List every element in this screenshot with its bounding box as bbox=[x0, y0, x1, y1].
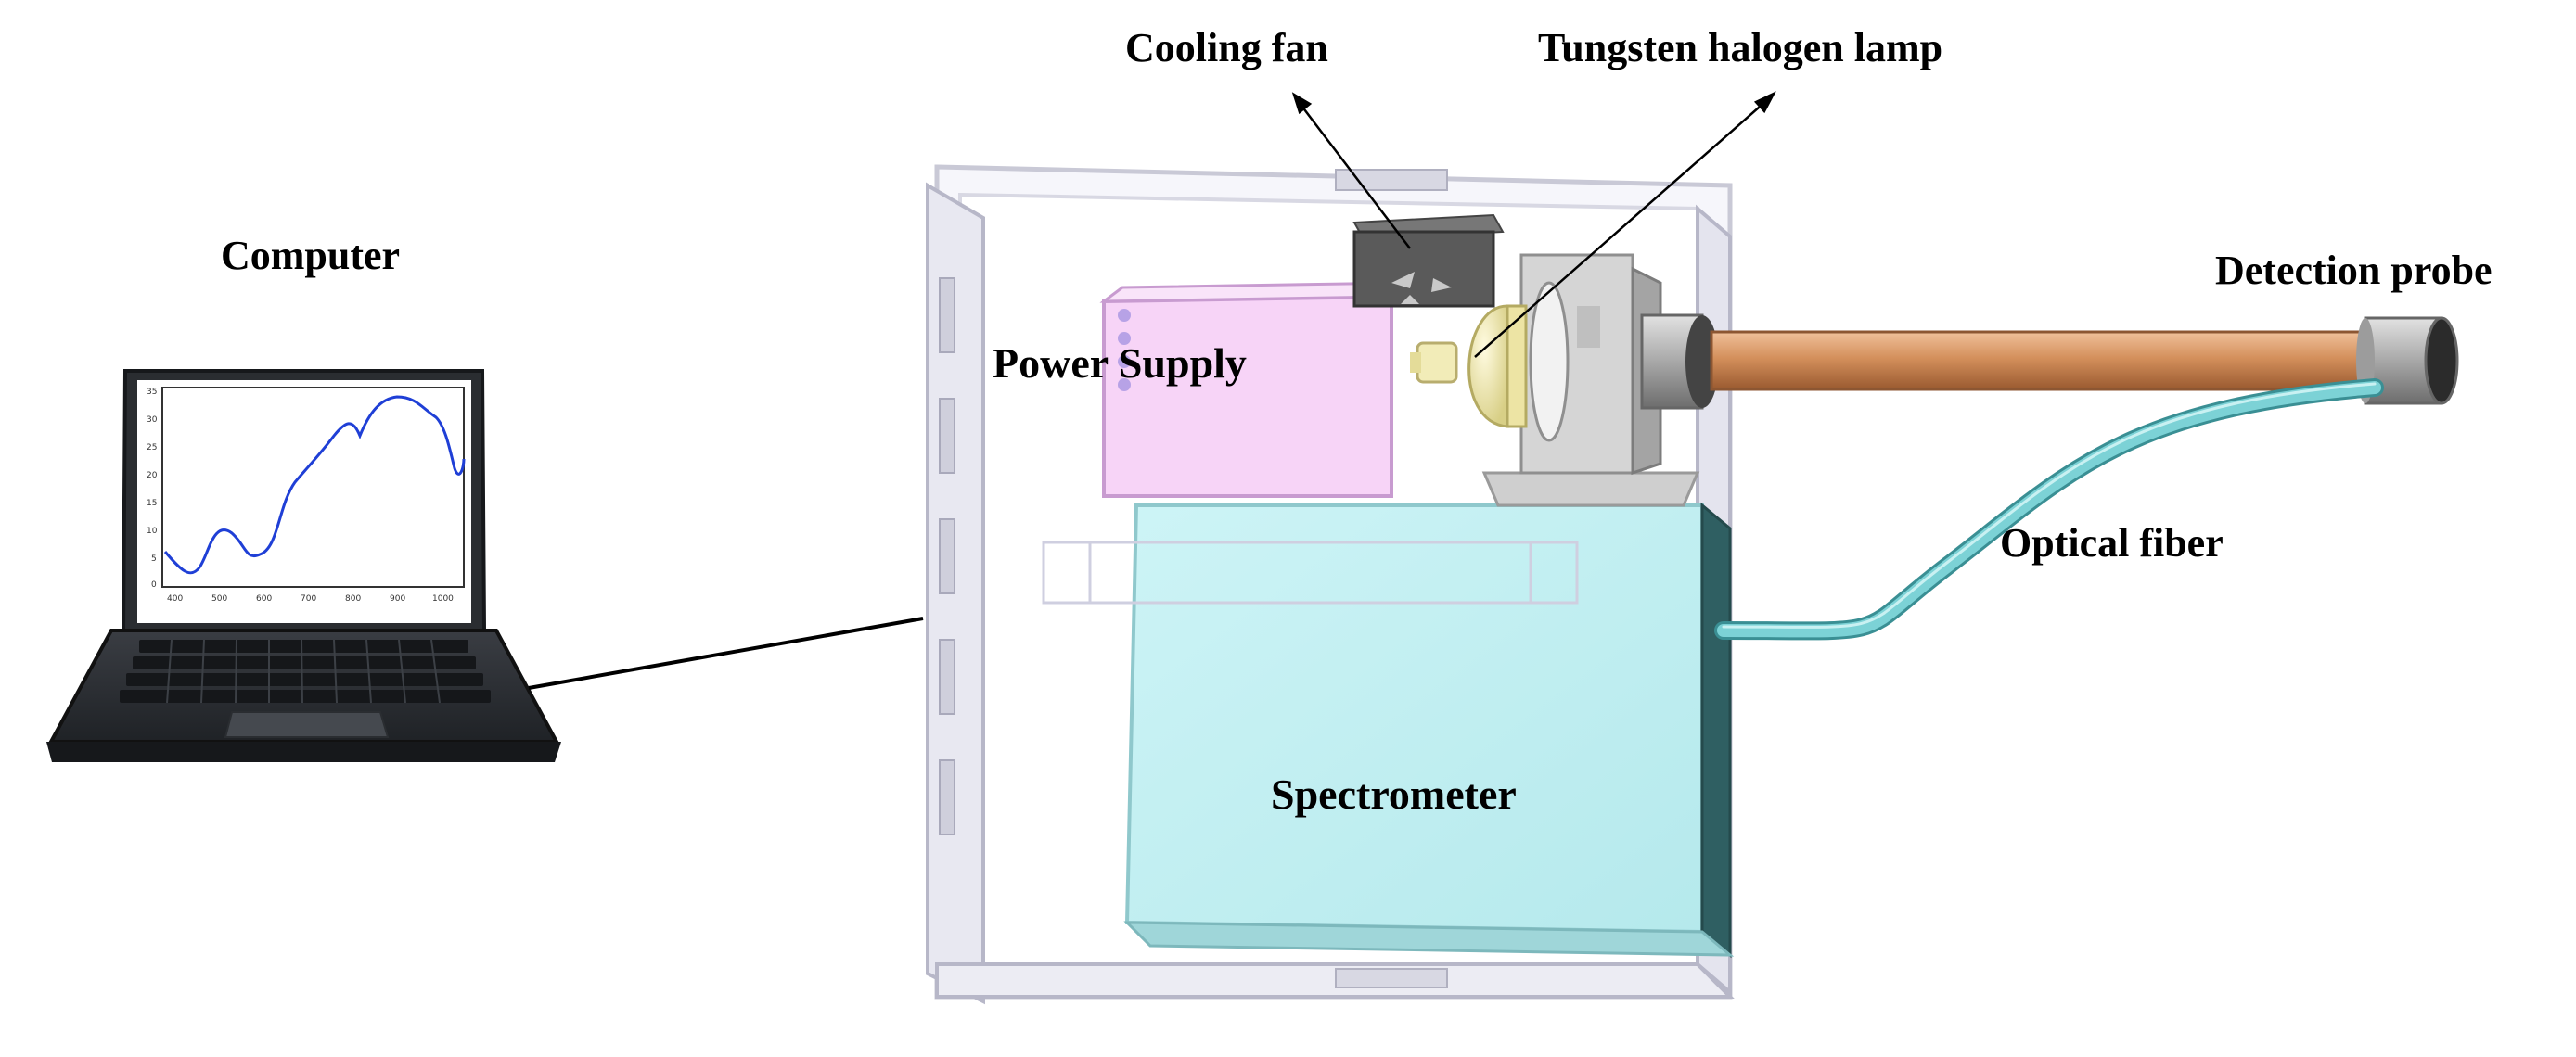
y-tick-label: 20 bbox=[147, 471, 158, 480]
label-detection-probe: Detection probe bbox=[2215, 248, 2493, 293]
y-tick-label: 30 bbox=[147, 415, 158, 425]
y-tick-label: 15 bbox=[147, 499, 157, 508]
label-spectrometer: Spectrometer bbox=[1271, 770, 1517, 818]
x-tick-label: 1000 bbox=[432, 594, 454, 604]
leader-arrows bbox=[1291, 91, 1776, 358]
screen-plot: 35 30 25 20 15 10 5 0 400 500 600 700 80… bbox=[147, 387, 466, 604]
label-computer: Computer bbox=[221, 233, 401, 278]
x-tick-label: 400 bbox=[167, 594, 183, 604]
probe-icon bbox=[1640, 313, 2459, 410]
optical-fiber bbox=[1714, 378, 2384, 641]
y-tick-label: 35 bbox=[147, 388, 157, 397]
label-power-supply: Power Supply bbox=[993, 339, 1247, 387]
y-tick-label: 0 bbox=[151, 580, 157, 590]
x-tick-label: 800 bbox=[345, 594, 361, 604]
cooling-fan-icon bbox=[1352, 213, 1505, 308]
label-optical-fiber: Optical fiber bbox=[2000, 520, 2224, 566]
x-tick-label: 600 bbox=[256, 594, 272, 604]
y-tick-label: 25 bbox=[147, 443, 157, 452]
laptop-icon: 35 30 25 20 15 10 5 0 400 500 600 700 80… bbox=[46, 369, 561, 762]
spectrometer-block bbox=[1042, 502, 1735, 959]
power-supply-block bbox=[1099, 281, 1409, 498]
label-cooling-fan: Cooling fan bbox=[1125, 25, 1328, 70]
x-tick-label: 700 bbox=[301, 594, 316, 604]
connection-cable bbox=[528, 617, 924, 690]
label-lamp: Tungsten halogen lamp bbox=[1538, 25, 1943, 70]
y-tick-label: 5 bbox=[151, 554, 157, 564]
x-tick-label: 500 bbox=[211, 594, 227, 604]
x-tick-label: 900 bbox=[390, 594, 405, 604]
y-tick-label: 10 bbox=[147, 527, 158, 536]
